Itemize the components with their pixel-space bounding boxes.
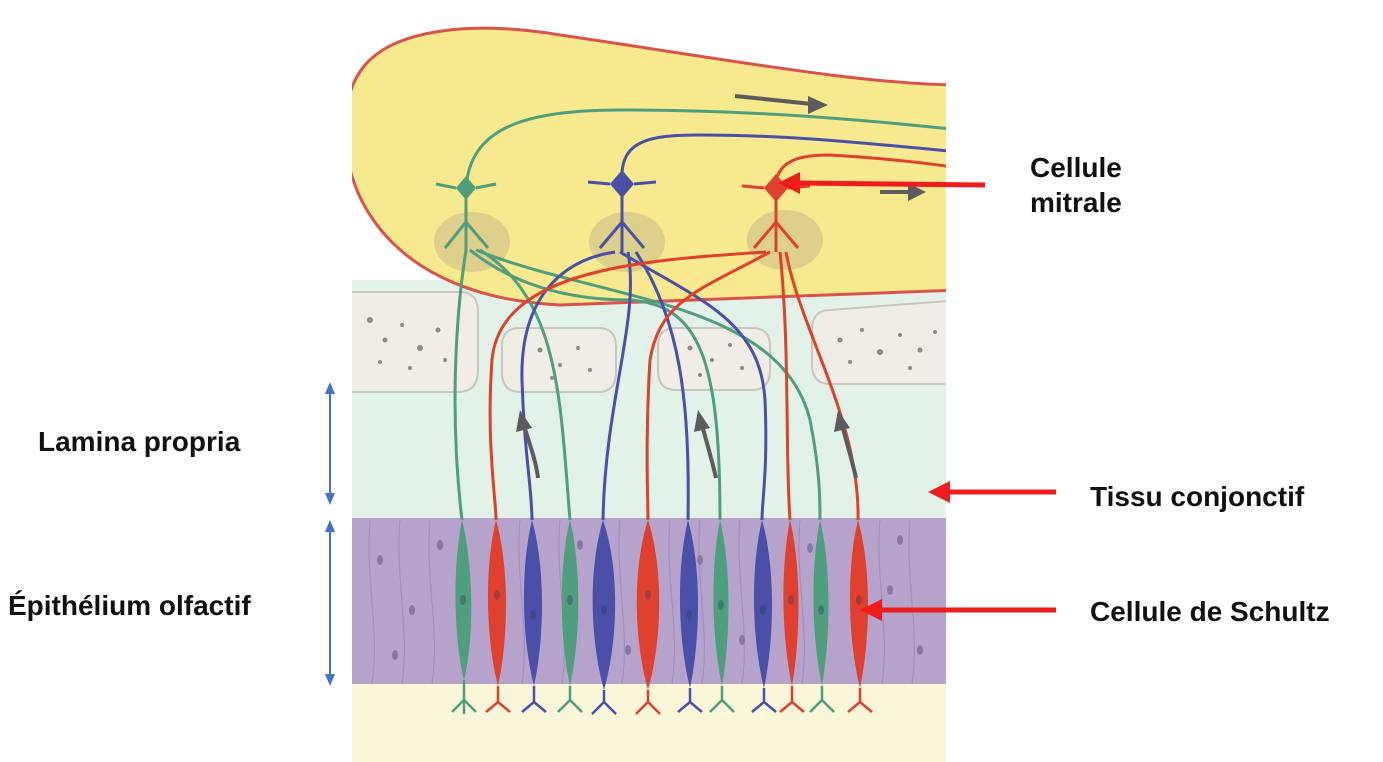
label-cellule-mitrale-line1: Cellule bbox=[1030, 150, 1122, 185]
pointer-arrow-mitrale bbox=[796, 183, 985, 185]
double-headed-arrow-icons bbox=[325, 382, 335, 686]
bone-block-4 bbox=[812, 300, 960, 384]
label-cellule-mitrale-line2: mitrale bbox=[1030, 185, 1122, 220]
glomerulus-3 bbox=[747, 210, 823, 270]
bone-block-2 bbox=[502, 328, 616, 392]
label-tissu-conjonctif: Tissu conjonctif bbox=[1090, 479, 1304, 514]
label-cellule-mitrale: Cellule mitrale bbox=[1030, 150, 1122, 220]
illustration bbox=[340, 28, 960, 762]
label-epithelium-olfactif: Épithélium olfactif bbox=[8, 588, 251, 623]
bone-block-3 bbox=[658, 328, 770, 390]
label-cellule-de-schultz: Cellule de Schultz bbox=[1090, 594, 1330, 629]
label-lamina-propria: Lamina propria bbox=[38, 424, 240, 459]
